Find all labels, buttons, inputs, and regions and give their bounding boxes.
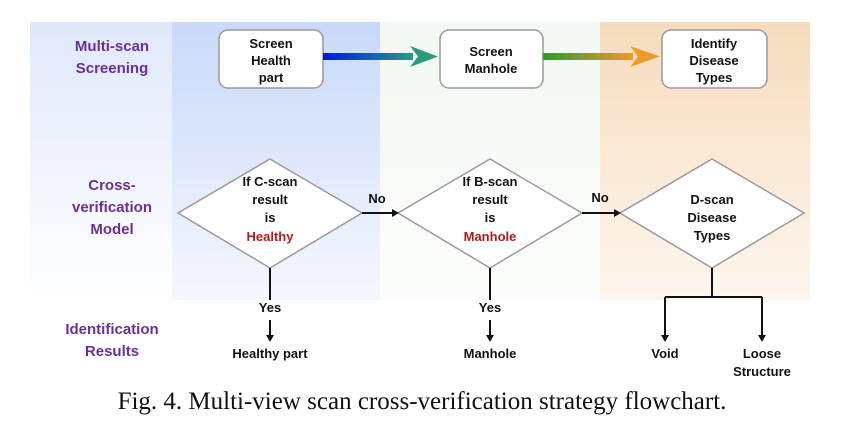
row-label-verification: Cross- xyxy=(88,177,136,194)
row-label-verification: verification xyxy=(72,199,152,216)
arrowheads xyxy=(266,209,766,342)
box-text: Types xyxy=(696,70,733,85)
box-text: Screen xyxy=(469,44,512,59)
diamond-text: If B-scan xyxy=(463,174,518,189)
box-text: Manhole xyxy=(465,61,518,76)
diamond-text: result xyxy=(252,192,288,207)
result-loose-structure: Loose xyxy=(743,346,781,361)
result-void: Void xyxy=(651,346,678,361)
row-label-results: Results xyxy=(85,343,139,360)
row-label-verification: Model xyxy=(90,221,133,238)
box-text: Health xyxy=(251,53,291,68)
process-box-screen-manhole xyxy=(439,29,544,89)
edge-label-yes: Yes xyxy=(259,300,281,315)
diamond-text-highlight: Healthy xyxy=(247,229,295,244)
result-healthy-part: Healthy part xyxy=(232,346,308,361)
row-label-screening: Multi-scan xyxy=(75,38,149,55)
flow-arrow xyxy=(323,46,660,67)
box-text: Screen xyxy=(249,36,292,51)
flowchart-diagram: Multi-scan Screening Cross- verification… xyxy=(30,22,810,379)
edge-label-no: No xyxy=(591,190,608,205)
box-text: Disease xyxy=(689,53,738,68)
diamond-text: If C-scan xyxy=(243,174,298,189)
edge-label-no: No xyxy=(368,191,385,206)
diamond-text: Types xyxy=(694,228,731,243)
diamond-text: result xyxy=(472,192,508,207)
figure-caption: Fig. 4. Multi-view scan cross-verificati… xyxy=(117,388,727,415)
edge-label-yes: Yes xyxy=(479,300,501,315)
process-box-identify-disease xyxy=(661,29,768,89)
result-manhole: Manhole xyxy=(464,346,517,361)
box-text: part xyxy=(259,70,284,85)
diamond-text-highlight: Manhole xyxy=(464,229,517,244)
diamond-text: Disease xyxy=(687,210,736,225)
diamond-text: is xyxy=(265,210,276,225)
result-loose-structure: Structure xyxy=(733,364,791,379)
box-text: Identify xyxy=(691,36,738,51)
row-label-screening: Screening xyxy=(76,60,149,77)
row-label-results: Identification xyxy=(65,321,158,338)
diamond-text: is xyxy=(485,210,496,225)
connectors xyxy=(269,212,763,336)
diamond-text: D-scan xyxy=(690,192,733,207)
